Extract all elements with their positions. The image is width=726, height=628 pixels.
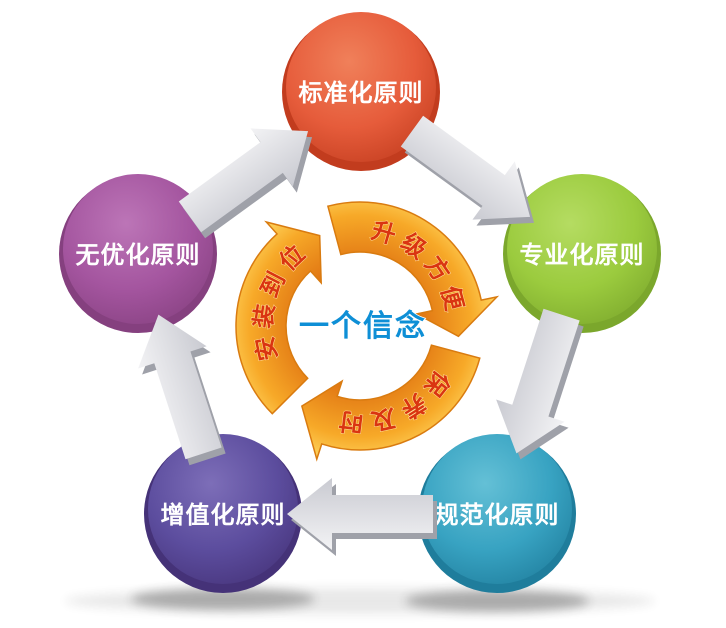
- ground-shadow-group: [65, 588, 655, 614]
- ground-shadow-left: [131, 588, 315, 610]
- ground-shadow-right: [405, 590, 589, 612]
- node-label-bottom-right: 规范化原则: [435, 501, 560, 529]
- node-circle-bottom-left: [148, 434, 298, 584]
- connector-arrow-face: [287, 478, 433, 550]
- center-label: 一个信念: [299, 309, 427, 344]
- node-label-left: 无优化原则: [76, 241, 201, 269]
- node-circle-right: [507, 174, 657, 324]
- node-circle-bottom-right: [422, 434, 572, 584]
- node-left: 无优化原则: [59, 174, 217, 333]
- node-label-right: 专业化原则: [520, 241, 645, 269]
- node-bottom-right: 规范化原则: [418, 434, 576, 593]
- node-label-top: 标准化原则: [299, 79, 424, 107]
- node-right: 专业化原则: [503, 174, 661, 333]
- node-bottom-left: 增值化原则: [144, 434, 302, 593]
- node-label-bottom-left: 增值化原则: [161, 501, 286, 529]
- node-top: 标准化原则: [282, 12, 440, 171]
- node-circle-top: [286, 12, 436, 162]
- connector-arrow-bottom-right-to-bottom-left: [287, 478, 437, 556]
- node-circle-left: [63, 174, 213, 324]
